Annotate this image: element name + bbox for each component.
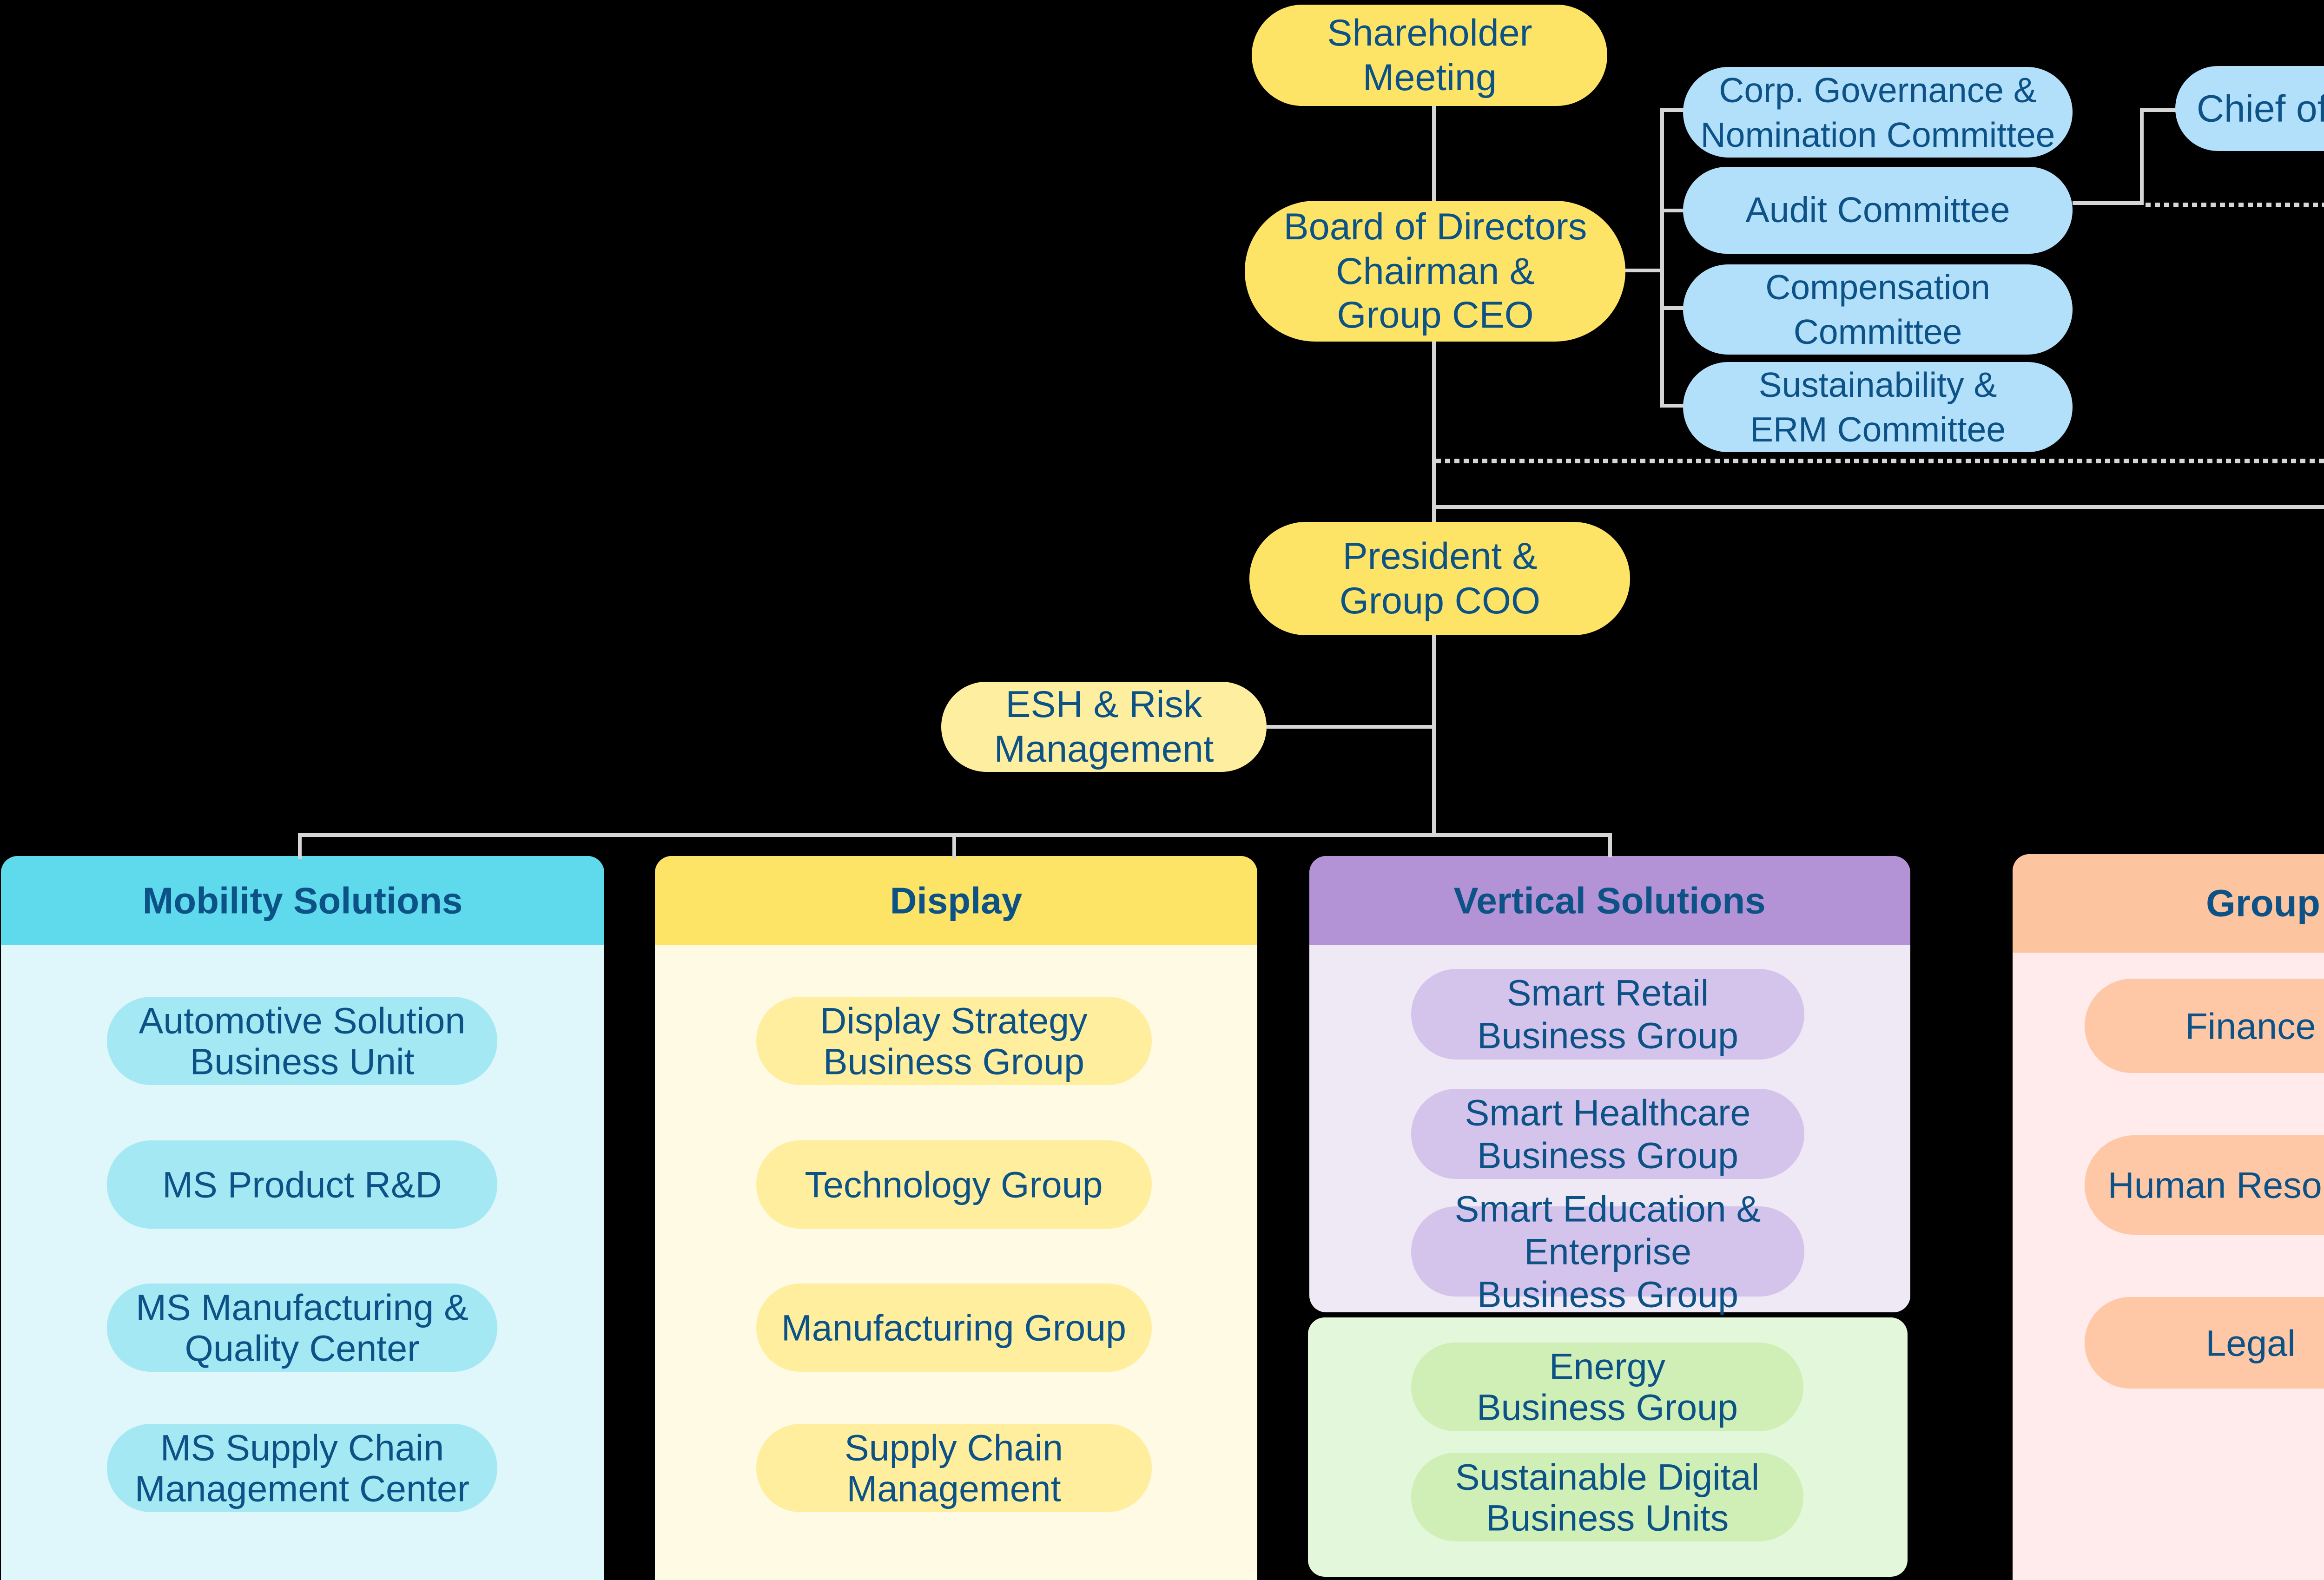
svg-text:Automotive Solution: Automotive Solution bbox=[139, 1000, 466, 1041]
svg-text:Technology Group: Technology Group bbox=[805, 1164, 1103, 1205]
svg-text:Group COO: Group COO bbox=[1340, 580, 1540, 622]
svg-text:Human Resource: Human Resource bbox=[2108, 1165, 2324, 1206]
svg-text:ERM Committee: ERM Committee bbox=[1750, 410, 2006, 449]
svg-text:Corp. Governance &: Corp. Governance & bbox=[1719, 71, 2037, 110]
svg-text:Shareholder: Shareholder bbox=[1327, 12, 1532, 54]
svg-text:Group Infrastructure Unit: Group Infrastructure Unit bbox=[2206, 882, 2324, 925]
svg-text:Business Units: Business Units bbox=[1486, 1497, 1729, 1539]
svg-text:Management Center: Management Center bbox=[135, 1468, 469, 1509]
svg-text:Board of Directors: Board of Directors bbox=[1284, 206, 1587, 248]
svg-text:Committee: Committee bbox=[1794, 312, 1962, 351]
svg-text:Mobility Solutions: Mobility Solutions bbox=[143, 880, 463, 922]
svg-text:Meeting: Meeting bbox=[1363, 57, 1497, 99]
svg-text:Chief of Compliance: Chief of Compliance bbox=[2197, 88, 2324, 130]
svg-text:Group CEO: Group CEO bbox=[1337, 294, 1533, 336]
svg-text:Business Group: Business Group bbox=[1477, 1274, 1738, 1315]
svg-text:Legal: Legal bbox=[2205, 1323, 2295, 1364]
svg-text:Chairman &: Chairman & bbox=[1336, 250, 1535, 292]
svg-text:Business Group: Business Group bbox=[823, 1041, 1084, 1082]
svg-text:Management: Management bbox=[994, 728, 1214, 770]
svg-text:Vertical Solutions: Vertical Solutions bbox=[1453, 880, 1765, 922]
svg-text:ESH & Risk: ESH & Risk bbox=[1005, 684, 1202, 725]
svg-text:MS Product R&D: MS Product R&D bbox=[162, 1164, 442, 1205]
svg-text:Business Group: Business Group bbox=[1477, 1387, 1738, 1428]
svg-text:Smart Retail: Smart Retail bbox=[1507, 972, 1709, 1014]
svg-text:Finance: Finance bbox=[2185, 1006, 2316, 1047]
svg-text:Business Group: Business Group bbox=[1477, 1015, 1738, 1056]
svg-text:Nomination Committee: Nomination Committee bbox=[1701, 115, 2055, 154]
svg-text:Sustainability &: Sustainability & bbox=[1759, 365, 1997, 404]
svg-text:Energy: Energy bbox=[1549, 1346, 1666, 1387]
svg-text:Smart Education &: Smart Education & bbox=[1455, 1188, 1761, 1230]
svg-text:Display Strategy: Display Strategy bbox=[820, 1000, 1088, 1041]
svg-text:Enterprise: Enterprise bbox=[1524, 1231, 1691, 1272]
svg-text:Supply Chain: Supply Chain bbox=[845, 1427, 1063, 1468]
svg-text:Business Unit: Business Unit bbox=[190, 1041, 415, 1082]
svg-text:Manufacturing Group: Manufacturing Group bbox=[781, 1307, 1126, 1349]
svg-text:Audit Committee: Audit Committee bbox=[1745, 190, 2010, 230]
svg-text:Display: Display bbox=[890, 880, 1023, 922]
svg-text:President &: President & bbox=[1343, 535, 1538, 577]
svg-text:MS Manufacturing &: MS Manufacturing & bbox=[136, 1287, 469, 1328]
svg-text:Smart Healthcare: Smart Healthcare bbox=[1465, 1092, 1751, 1133]
svg-text:MS Supply Chain: MS Supply Chain bbox=[160, 1427, 444, 1468]
svg-text:Management: Management bbox=[846, 1468, 1061, 1509]
svg-text:Compensation: Compensation bbox=[1765, 268, 1990, 307]
svg-text:Sustainable Digital: Sustainable Digital bbox=[1455, 1456, 1759, 1498]
svg-text:Quality Center: Quality Center bbox=[185, 1328, 420, 1369]
svg-text:Business Group: Business Group bbox=[1477, 1135, 1738, 1176]
